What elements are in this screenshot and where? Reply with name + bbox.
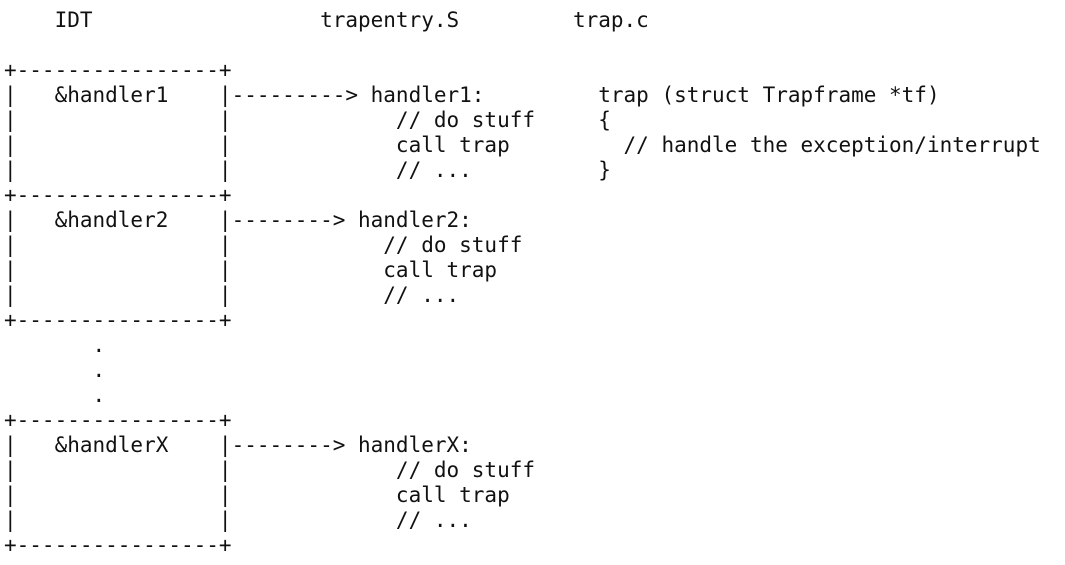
idt-border-1: +----------------+ xyxy=(4,183,232,207)
handlerX-body-line3: | | // ... xyxy=(4,508,472,532)
handler1-body-line3: | | // ... } xyxy=(4,158,611,182)
idt-border-2: +----------------+ xyxy=(4,308,232,332)
ellipsis-dot-3: . xyxy=(4,383,106,407)
idt-entry-handler2: | &handler2 |--------> handler2: xyxy=(4,208,472,232)
idt-entry-handler1: | &handler1 |---------> handler1: trap (… xyxy=(4,83,940,107)
handler2-body-line2: | | call trap xyxy=(4,258,498,282)
blank-line xyxy=(4,33,1041,58)
ellipsis-dot-2: . xyxy=(4,358,106,382)
idt-border-bottom: +----------------+ xyxy=(4,533,232,557)
handler2-body-line3: | | // ... xyxy=(4,283,460,307)
ellipsis-dot-1: . xyxy=(4,333,106,357)
idt-entry-handlerX: | &handlerX |--------> handlerX: xyxy=(4,433,472,457)
idt-border-top: +----------------+ xyxy=(4,58,232,82)
handler1-body-line2: | | call trap // handle the exception/in… xyxy=(4,133,1041,157)
handler1-body-line1: | | // do stuff { xyxy=(4,108,611,132)
idt-border-3: +----------------+ xyxy=(4,408,232,432)
handler2-body-line1: | | // do stuff xyxy=(4,233,523,257)
idt-trap-diagram: IDT trapentry.S trap.c +----------------+… xyxy=(4,8,1041,558)
handlerX-body-line2: | | call trap xyxy=(4,483,510,507)
handlerX-body-line1: | | // do stuff xyxy=(4,458,536,482)
column-headers: IDT trapentry.S trap.c xyxy=(4,8,649,32)
